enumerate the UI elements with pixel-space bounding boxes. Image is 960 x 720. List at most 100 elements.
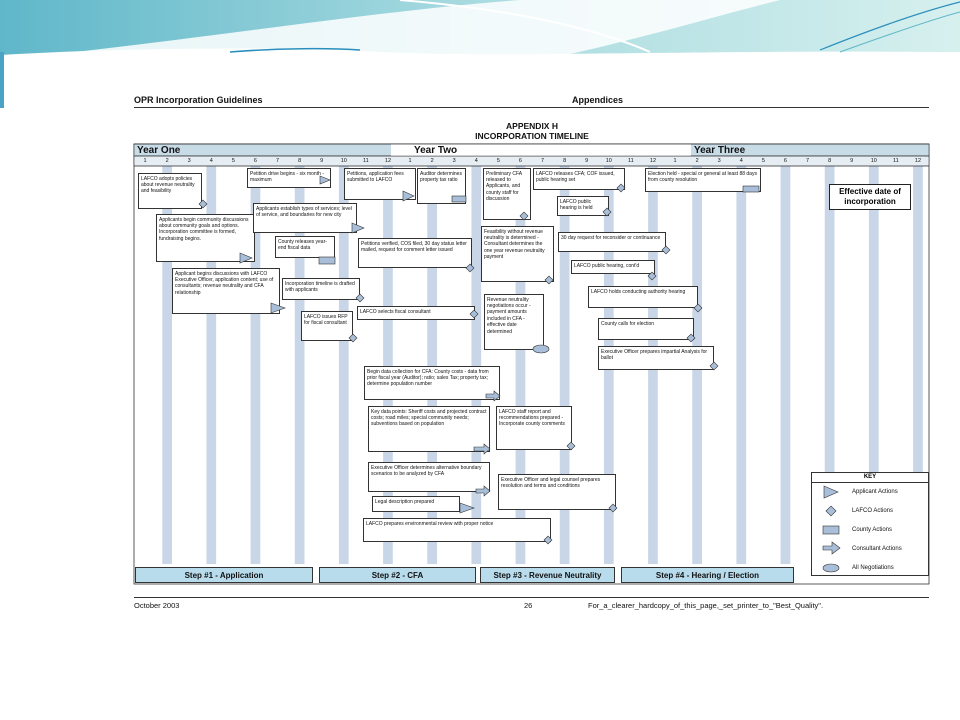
activity-box: 30 day request for reconsider or continu… (558, 232, 666, 252)
month-label: 8 (563, 158, 567, 164)
month-label: 11 (893, 158, 899, 164)
key-label: All Negotiations (852, 565, 894, 571)
month-label: 6 (518, 158, 522, 164)
rectangle-icon (742, 185, 760, 193)
ellipse-icon (532, 344, 550, 354)
month-label: 7 (806, 158, 810, 164)
triangle-icon (459, 502, 475, 514)
key-label: Consultant Actions (852, 546, 902, 552)
footer-page-number: 26 (524, 601, 533, 610)
month-label: 8 (298, 158, 302, 164)
triangle-icon (402, 190, 415, 202)
effective-date-line1: Effective date of (839, 187, 901, 196)
month-stripe (250, 166, 261, 564)
month-label: 2 (430, 158, 434, 164)
arrow-icon (475, 485, 491, 497)
month-stripe (294, 166, 305, 564)
activity-box: LAFCO public hearing is held (557, 196, 609, 216)
activity-box: Begin data collection for CFA: County co… (364, 366, 500, 400)
activity-box: Executive Officer and legal counsel prep… (498, 474, 616, 510)
activity-box: LAFCO staff report and recommendations p… (496, 406, 572, 450)
key-label: Applicant Actions (852, 489, 898, 495)
month-label: 7 (541, 158, 545, 164)
month-label: 12 (384, 158, 392, 164)
triangle-icon (270, 302, 286, 314)
header-rule (134, 107, 929, 108)
diamond-icon (544, 275, 554, 285)
activity-box: Feasibility without revenue neutrality i… (481, 226, 554, 282)
diamond-icon (465, 263, 475, 273)
month-label: 2 (695, 158, 699, 164)
month-label: 6 (253, 158, 257, 164)
diamond-icon (355, 293, 365, 303)
month-label: 4 (739, 158, 743, 164)
activity-box: Applicants establish types of services; … (253, 203, 357, 233)
appendix-subtitle: INCORPORATION TIMELINE (475, 131, 589, 141)
month-label: 5 (231, 158, 235, 164)
key-title: KEY (812, 473, 928, 483)
month-label: 10 (870, 158, 877, 164)
footer-rule (134, 597, 929, 598)
diamond-icon (198, 199, 208, 209)
activity-box: LAFCO issues RFP for fiscal consultant (301, 311, 353, 341)
month-label: 6 (783, 158, 787, 164)
month-stripe (736, 166, 747, 564)
triangle-icon (351, 222, 365, 234)
header-section: Appendices (572, 95, 624, 105)
diamond-icon (602, 207, 612, 217)
month-label: 12 (914, 158, 922, 164)
activity-box: County releases year-end fiscal data (275, 236, 335, 258)
step-4-banner: Step #4 - Hearing / Election (621, 567, 794, 583)
diamond-icon (661, 245, 671, 255)
activity-box: Petition drive begins - six month - maxi… (247, 168, 331, 188)
rectangle-icon (318, 256, 336, 265)
activity-box: LAFCO releases CFA; COF issued, public h… (533, 168, 625, 190)
step-2-banner: Step #2 - CFA (319, 567, 476, 583)
month-label: 1 (408, 158, 412, 164)
activity-box: Executive Officer determines alternative… (368, 462, 490, 492)
diamond-icon (647, 271, 657, 281)
activity-box: Executive Officer prepares impartial Ana… (598, 346, 714, 370)
year-two-label: Year Two (414, 145, 458, 156)
step-1-banner: Step #1 - Application (135, 567, 313, 583)
diamond-icon (566, 441, 576, 451)
legend-key: KEY Applicant Actions LAFCO Actions Coun… (811, 472, 929, 576)
key-icons (822, 485, 841, 573)
activity-box: County calls for election (598, 318, 694, 340)
month-stripe (383, 166, 393, 564)
year-one-label: Year One (137, 145, 181, 156)
month-label: 5 (761, 158, 765, 164)
month-label: 2 (165, 158, 169, 164)
month-stripe (338, 166, 349, 564)
diamond-icon (469, 309, 479, 319)
triangle-icon (319, 175, 331, 185)
month-stripe (868, 166, 879, 564)
activity-box: Incorporation timeline is drafted with a… (282, 278, 360, 300)
month-label: 3 (717, 158, 721, 164)
rectangle-icon (822, 525, 840, 535)
month-stripe (162, 166, 172, 564)
diamond-icon (616, 183, 626, 193)
month-label: 8 (828, 158, 832, 164)
month-label: 9 (320, 158, 324, 164)
header-title: OPR Incorporation Guidelines (134, 95, 263, 105)
key-label: County Actions (852, 527, 893, 533)
month-label: 9 (585, 158, 589, 164)
effective-date-line2: incorporation (844, 197, 896, 206)
month-stripe (780, 166, 791, 564)
month-label: 12 (649, 158, 657, 164)
footer-date: October 2003 (134, 601, 180, 610)
activity-box: Petitions verified, COS filed, 30 day st… (358, 238, 472, 268)
month-label: 3 (452, 158, 456, 164)
month-stripe (913, 166, 923, 564)
diamond-icon (686, 333, 696, 343)
activity-box: Applicant begins discussions with LAFCO … (172, 268, 280, 314)
rectangle-icon (451, 195, 467, 203)
activity-box: LAFCO public hearing, cont'd (571, 260, 655, 274)
month-label: 1 (143, 158, 147, 164)
step-3-banner: Step #3 - Revenue Neutrality (480, 567, 615, 583)
month-label: 1 (673, 158, 677, 164)
month-label: 5 (496, 158, 500, 164)
diamond-icon (543, 535, 553, 545)
diamond-icon (693, 303, 703, 313)
